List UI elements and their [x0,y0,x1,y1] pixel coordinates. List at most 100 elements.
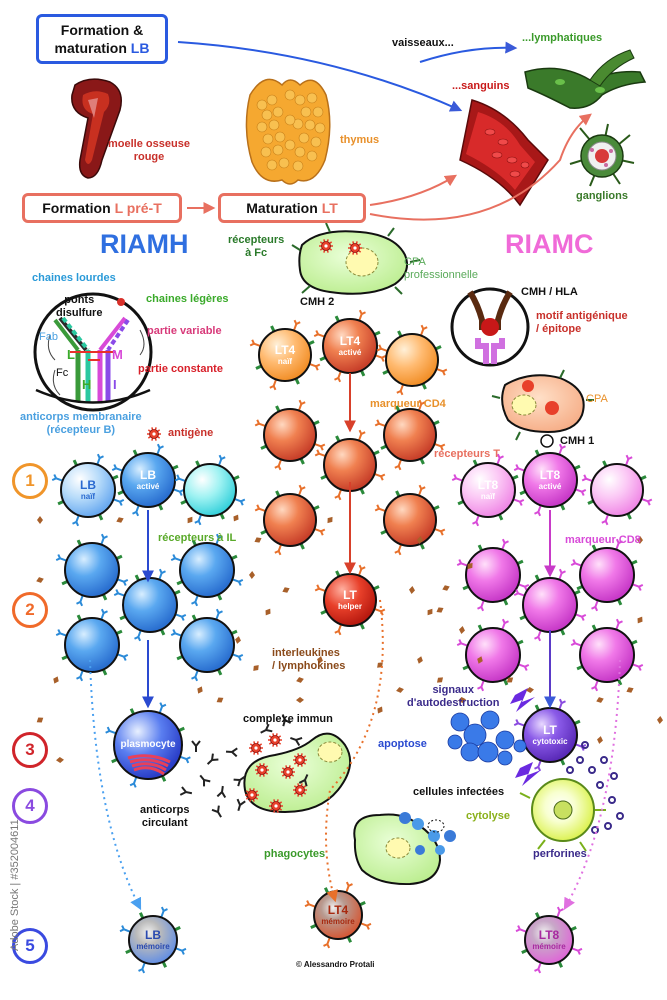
interleukin-35 [657,716,663,724]
lb-naif-cell [51,453,125,527]
plasmocyte-er [127,754,171,776]
interleukin-3 [249,571,255,579]
lt4-clone-cell-3 [254,484,326,556]
label-H: H [82,377,92,392]
cells-layer [51,309,653,974]
formation-lb-lb: LB [130,40,150,56]
interleukin-39 [327,516,333,524]
destruction-signal-bolts [510,688,541,786]
antigen-4 [268,733,282,747]
maturation-lt-box: Maturation LT [218,193,366,223]
interleukin-20 [458,697,466,703]
interleukin-22 [506,677,514,683]
label-perforines: perforines [533,848,587,860]
label-cellules-infectees: cellules infectées [413,786,505,798]
lt4-clone-cell-0 [254,399,326,471]
perforin-granules [566,741,624,834]
interleukin-12 [235,636,241,644]
antigen-9 [269,799,283,813]
label-copyright: © Alessandro Protali [296,960,375,969]
lt4-clone-cell-4 [374,484,446,556]
lb-clone-cell-3 [55,608,129,682]
interleukin-30 [377,706,383,714]
lt8-memoire-cell-text-0: LT8 [538,928,560,942]
label-recepteurs-t: récepteurs T [434,448,501,460]
bone-marrow-illustration [71,78,122,179]
free-antibody-11 [281,714,292,727]
interleukin-40 [596,697,604,703]
maturation-lt-label: Maturation [246,200,322,216]
lt4-memoire-cell-text-0: LT4 [327,903,349,917]
apc-cpa [491,369,594,448]
antigen-10 [293,753,307,767]
lb-cyan-cell [174,454,246,526]
free-antibody-8 [236,798,246,812]
lb-naif-cell-text-1: naïf [80,492,96,501]
step-2: 2 [12,592,48,628]
free-antibody-6 [179,786,193,796]
lt8-active-cell-text-0: LT8 [539,468,561,482]
label-marqueur-cd8: marqueur CD8 [565,534,641,546]
lt8-memoire-cell [515,906,583,974]
label-anticorps-circulant: anticorps circulant [140,804,190,829]
interleukin-15 [317,656,323,664]
formation-lb-box: Formation & maturation LB [36,14,168,64]
interleukin-36 [187,516,193,524]
interleukin-7 [427,608,433,616]
section-riamh: RIAMH [100,229,189,259]
phagocyte-immune-complex [243,732,352,814]
antibody-diagram [33,292,153,412]
lt8-clone-cell-4 [570,618,644,692]
lt8-light-cell [581,454,653,526]
antigen-8 [245,788,259,802]
lymph-node-illustration [569,123,635,187]
label-phagocytes: phagocytes [264,848,326,860]
lt4-clone-cell-2 [314,429,386,501]
interleukin-13 [253,665,259,671]
lt-helper-cell-text-0: LT [343,588,357,602]
step-3: 3 [12,732,48,768]
lt8-clone-cell-2 [513,568,587,642]
label-complexe-immun: complexe immun [243,713,333,725]
lt-helper-cell-text-1: helper [337,602,362,611]
lt4-clone-cell-1 [374,399,446,471]
label-ganglions: ganglions [576,190,628,202]
interleukin-11 [36,577,44,583]
lt8-naif-cell-text-1: naïf [480,492,496,501]
lb-memoire-cell [119,906,187,974]
interleukin-17 [396,687,404,693]
formation-lpret-box: Formation L pré-T [22,193,182,223]
apc-professional [291,222,421,295]
apoptosis-cluster [447,710,527,766]
antigen-particles [147,239,362,813]
circulating-antibodies [179,714,309,818]
lt8-clone-cell-3 [456,618,530,692]
label-signaux: signaux d'autodestruction [407,684,500,709]
label-recepteurs-fc: récepteurs à Fc [228,234,285,259]
free-antibody-2 [225,747,238,758]
interleukin-19 [436,677,444,683]
label-ponts-disulfure: ponts disulfure [56,294,103,319]
label-L: L [67,347,75,362]
lt4-memoire-cell-text-1: mémoire [321,917,355,926]
lt4-active-cell [313,309,387,383]
free-antibody-10 [290,737,303,746]
formation-lb-line2: maturation [54,40,131,56]
lb-memoire-cell-text-1: mémoire [136,942,170,951]
lt4-light-cell [376,324,448,396]
interleukin-27 [197,686,203,694]
label-chaines-lourdes: chaines lourdes [32,272,116,284]
plasmocyte-cell-text-0: plasmocyte [120,739,176,750]
lt8-clone-cell-1 [570,538,644,612]
label-cpa: CPA [586,393,608,405]
label-fc: Fc [56,367,69,379]
label-thymus: thymus [340,134,380,146]
lt8-active-cell-text-1: activé [538,482,562,491]
lt8-clone-cell-0 [456,538,530,612]
